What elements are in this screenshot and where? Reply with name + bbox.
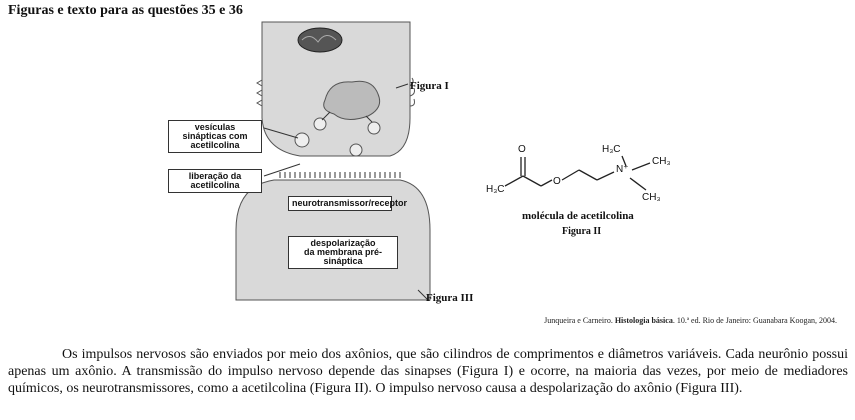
vesicles-label-line: vesículas [194, 122, 236, 132]
citation-authors: Junqueira e Carneiro. [544, 316, 613, 325]
depol-label-line: da membrana pré-sináptica [303, 247, 383, 266]
vesicles-label: vesículas sinápticas com acetilcolina [168, 120, 262, 153]
body-paragraph: Os impulsos nervosos são enviados por me… [8, 346, 848, 397]
figure-1-label: Figura I [410, 80, 449, 92]
citation-title: Histologia básica [614, 316, 673, 325]
depol-label-line: despolarização [310, 238, 376, 248]
synapse-diagram [235, 21, 651, 301]
paragraph-text: Os impulsos nervosos são enviados por me… [8, 347, 848, 396]
atom-o-carbonyl: O [518, 144, 526, 155]
atom-ch3-right: CH₃ [652, 156, 671, 167]
vesicles-label-line: sinápticas com [182, 131, 248, 141]
atom-o-ester: O [553, 176, 561, 187]
depolarization-label: despolarização da membrana pré-sináptica [288, 236, 398, 269]
molecule-caption: molécula de acetilcolina [522, 210, 634, 222]
receptor-label: neurotransmissor/receptor [288, 196, 407, 211]
release-label: liberação da acetilcolina [168, 169, 262, 193]
release-label-line: acetilcolina [190, 180, 240, 190]
atom-ch3-bottom: CH₃ [642, 192, 661, 203]
page-title: Figuras e texto para as questões 35 e 36 [8, 3, 243, 18]
atom-h3c-acetyl: H₃C [486, 184, 505, 195]
atom-h3c-top: H₃C [602, 144, 621, 155]
atom-n-plus: N⁺ [616, 164, 629, 175]
citation-details: . 10.ª ed. Rio de Janeiro: Guanabara Koo… [672, 316, 837, 325]
vesicles-label-line: acetilcolina [190, 140, 240, 150]
figure-2-label: Figura II [562, 226, 602, 237]
citation: Junqueira e Carneiro. Histologia básica.… [544, 316, 837, 325]
figure-3-label: Figura III [426, 292, 474, 304]
figure-area: vesículas sinápticas com acetilcolina li… [168, 21, 837, 325]
release-label-line: liberação da [188, 171, 242, 181]
